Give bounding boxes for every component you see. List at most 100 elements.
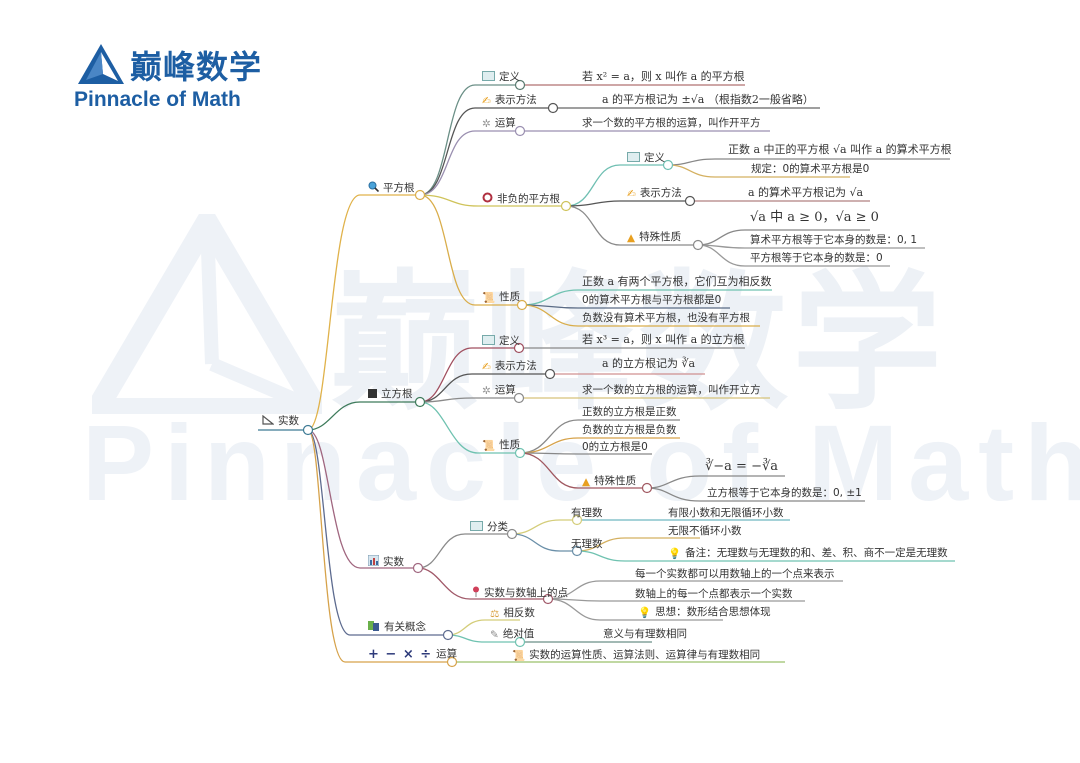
node-sq-operation[interactable]: ✲运算 <box>482 117 516 131</box>
sq-operation-label: 运算 <box>494 117 516 129</box>
gear-icon: ✲ <box>482 118 491 130</box>
cb-properties-item: 正数的立方根是正数 <box>582 406 677 418</box>
irrational-item: 无限不循环小数 <box>668 525 742 537</box>
warning-icon: ▲ <box>627 232 636 244</box>
sq-properties-label: 性质 <box>499 291 521 303</box>
node-cb-properties[interactable]: 📜性质 <box>482 439 520 453</box>
operations-text-label: 实数的运算性质、运算法则、运算律与有理数相同 <box>529 649 761 661</box>
logo-triangle-icon <box>78 44 124 84</box>
sq-properties-item: 正数 a 有两个平方根，它们互为相反数 <box>582 275 772 288</box>
node-cb-special[interactable]: ▲特殊性质 <box>582 475 636 489</box>
cb-properties-item: 0的立方根是0 <box>582 441 648 453</box>
cube-root-label: 立方根 <box>381 388 413 400</box>
pin-icon <box>473 586 479 597</box>
classification-label: 分类 <box>487 521 508 533</box>
node-sq-notation[interactable]: ✍表示方法 <box>482 94 537 108</box>
nonneg-definition-item: 规定：0的算术平方根是0 <box>751 163 870 175</box>
watermark-triangle-icon <box>92 214 322 414</box>
triangle-ruler-icon <box>262 415 274 425</box>
nonneg-notation-label: 表示方法 <box>639 187 682 199</box>
magnifier-icon <box>368 181 379 192</box>
cb-operation-text: 求一个数的立方根的运算，叫作开立方 <box>582 384 761 396</box>
node-absolute[interactable]: ✎绝对值 <box>490 628 534 642</box>
hand-icon: ✍ <box>482 361 491 373</box>
operations-label: 运算 <box>436 648 458 660</box>
node-nonneg-special[interactable]: ▲特殊性质 <box>627 231 681 245</box>
number-line-item: 每一个实数都可以用数轴上的一个点来表示 <box>635 568 835 580</box>
square-root-label: 平方根 <box>383 182 415 194</box>
nonneg-definition-item: 正数 a 中正的平方根 √a 叫作 a 的算术平方根 <box>728 143 952 156</box>
concepts-label: 有关概念 <box>384 621 426 633</box>
sq-definition-label: 定义 <box>499 71 520 83</box>
node-cube-root[interactable]: 立方根 <box>368 388 413 401</box>
nonneg-special-item: √a 中 a ≥ 0，√a ≥ 0 <box>750 210 879 225</box>
scroll-icon: 📜 <box>482 292 496 304</box>
node-number-line[interactable]: 实数与数轴上的点 <box>472 586 568 600</box>
node-rational[interactable]: 有理数 <box>571 507 603 519</box>
node-operations[interactable]: + − × ÷运算 <box>368 648 457 661</box>
lightbulb-icon: 💡 <box>638 607 652 619</box>
node-sq-definition[interactable]: 定义 <box>482 71 520 84</box>
cb-special-item: ∛−a = −∛a <box>705 459 779 474</box>
node-sq-properties[interactable]: 📜性质 <box>482 291 520 305</box>
warning-icon: ▲ <box>582 476 591 488</box>
scroll-icon: 📜 <box>482 440 496 452</box>
cb-properties-item: 负数的立方根是负数 <box>582 424 677 436</box>
node-cb-definition[interactable]: 定义 <box>482 335 520 348</box>
number-line-item: 数轴上的每一个点都表示一个实数 <box>635 588 793 600</box>
nonneg-notation-text: a 的算术平方根记为 √a <box>748 186 864 199</box>
node-irrational[interactable]: 无理数 <box>571 538 603 550</box>
nonneg-special-label: 特殊性质 <box>639 231 682 243</box>
node-classification[interactable]: 分类 <box>470 521 508 534</box>
node-square-root[interactable]: 平方根 <box>368 181 415 195</box>
rational-text: 有限小数和无限循环小数 <box>668 507 784 519</box>
sq-properties-item: 0的算术平方根与平方根都是0 <box>582 294 722 306</box>
number-line-label: 实数与数轴上的点 <box>484 587 568 599</box>
book-icon <box>470 521 483 531</box>
node-cb-notation[interactable]: ✍表示方法 <box>482 360 537 374</box>
book-icon <box>482 335 495 345</box>
book-icon <box>627 152 640 162</box>
pencil-icon: ✎ <box>490 629 499 641</box>
number-line-note: 💡思想：数形结合思想体现 <box>638 606 771 620</box>
balance-icon: ⚖ <box>490 608 500 620</box>
node-real-numbers[interactable]: 实数 <box>368 555 404 569</box>
scroll-icon: 📜 <box>512 650 526 662</box>
operations-text: 📜实数的运算性质、运算法则、运算律与有理数相同 <box>512 649 760 663</box>
cb-notation-label: 表示方法 <box>494 360 537 372</box>
gear-icon: ✲ <box>482 385 491 397</box>
cb-definition-label: 定义 <box>499 335 520 347</box>
cb-definition-text: 若 x³ = a，则 x 叫作 a 的立方根 <box>582 333 745 346</box>
node-opposite[interactable]: ⚖相反数 <box>490 607 535 621</box>
nonneg-definition-label: 定义 <box>644 152 665 164</box>
cb-special-label: 特殊性质 <box>594 475 637 487</box>
cb-operation-label: 运算 <box>494 384 516 396</box>
black-square-icon <box>368 389 377 398</box>
books-icon <box>368 621 379 631</box>
sq-properties-item: 负数没有算术平方根，也没有平方根 <box>582 312 750 324</box>
node-cb-operation[interactable]: ✲运算 <box>482 384 516 398</box>
root-node[interactable]: 实数 <box>262 415 299 428</box>
opposite-label: 相反数 <box>503 607 535 619</box>
node-nonneg-definition[interactable]: 定义 <box>627 152 665 165</box>
absolute-label: 绝对值 <box>502 628 535 640</box>
logo-cn-text: 巅峰数学 <box>130 48 263 86</box>
node-nonneg-root[interactable]: 非负的平方根 <box>482 192 560 206</box>
cb-notation-text: a 的立方根记为 ∛a <box>602 357 696 370</box>
nonneg-label: 非负的平方根 <box>497 193 560 205</box>
sq-notation-label: 表示方法 <box>494 94 537 106</box>
sq-operation-text: 求一个数的平方根的运算，叫作开平方 <box>582 117 761 129</box>
node-nonneg-notation[interactable]: ✍表示方法 <box>627 187 682 201</box>
irrational-note-text: 备注：无理数与无理数的和、差、积、商不一定是无理数 <box>685 547 948 559</box>
hand-icon: ✍ <box>482 95 491 107</box>
sq-notation-text: a 的平方根记为 ±√a （根指数2一般省略） <box>602 93 814 106</box>
logo-en-text: Pinnacle of Math <box>74 88 241 111</box>
number-line-note-text: 思想：数形结合思想体现 <box>655 606 771 618</box>
lightbulb-icon: 💡 <box>668 548 682 560</box>
absolute-text: 意义与有理数相同 <box>603 628 687 640</box>
node-concepts[interactable]: 有关概念 <box>368 620 426 634</box>
bar-chart-icon <box>368 555 379 566</box>
nonneg-special-item: 平方根等于它本身的数是：0 <box>750 252 883 264</box>
